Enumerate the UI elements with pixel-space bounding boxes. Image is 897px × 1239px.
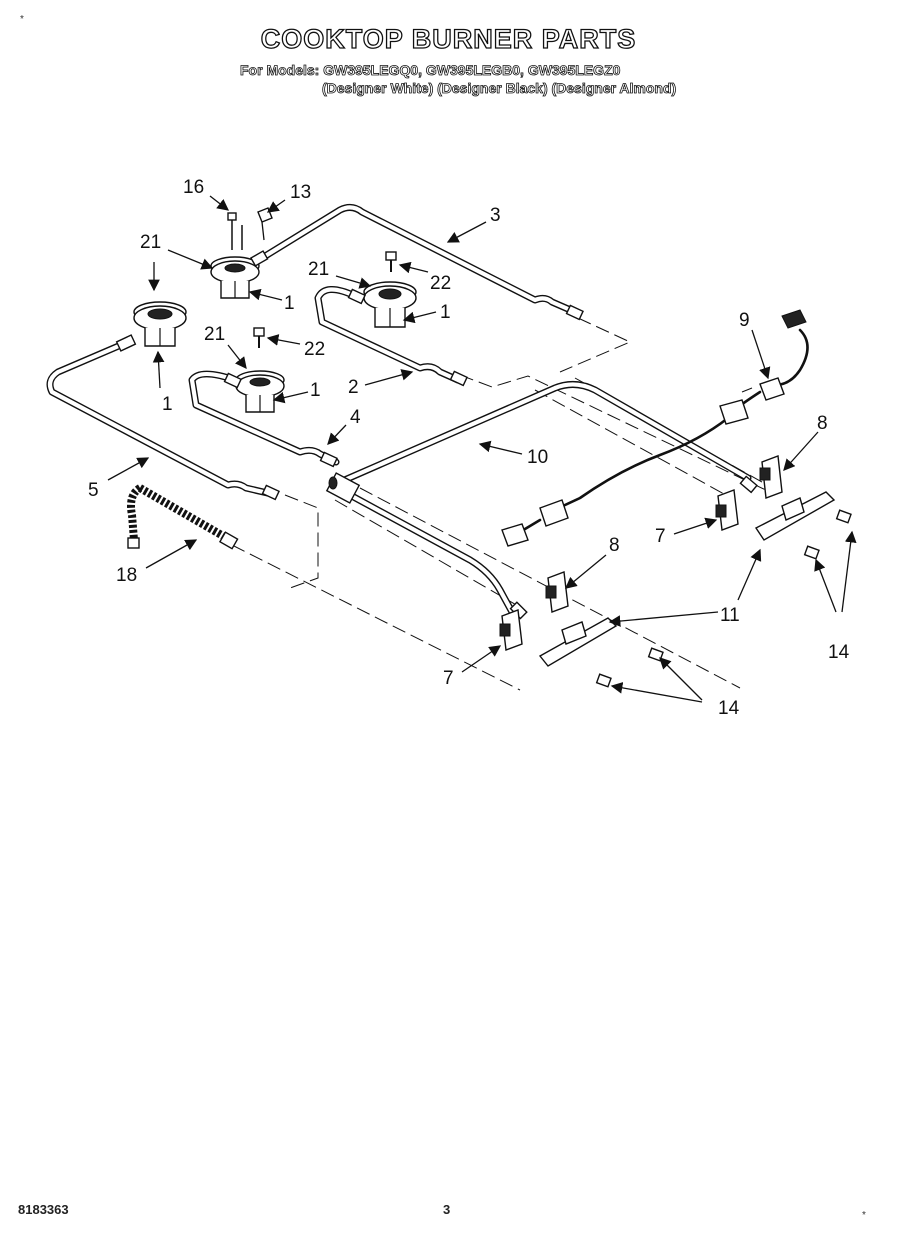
- screws-14-left: [595, 647, 664, 688]
- wire-harness: [501, 309, 809, 547]
- manifold-tube: [346, 491, 516, 616]
- corner-mark-top-left: *: [20, 14, 24, 25]
- callout-16: 16: [183, 177, 204, 198]
- callout-11: 11: [720, 605, 740, 626]
- callout-1: 1: [162, 394, 173, 415]
- callout-3: 3: [490, 205, 501, 226]
- callout-21: 21: [140, 232, 161, 253]
- flexible-hose: [127, 484, 239, 550]
- callout-10: 10: [527, 447, 548, 468]
- screw-22-rear: [385, 251, 397, 272]
- callout-4: 4: [350, 407, 361, 428]
- switch-7-left: [499, 609, 523, 651]
- switch-8-right: [759, 455, 783, 499]
- clip-13: [257, 207, 273, 241]
- callout-22: 22: [430, 273, 451, 294]
- callout-21: 21: [308, 259, 329, 280]
- callout-7: 7: [443, 668, 454, 689]
- corner-mark-bottom-right: *: [862, 1210, 866, 1221]
- tube-4: [188, 370, 340, 466]
- page-title: COOKTOP BURNER PARTS: [260, 23, 637, 54]
- callout-8: 8: [609, 535, 620, 556]
- callout-1: 1: [440, 302, 451, 323]
- tube-3: [258, 203, 579, 316]
- callout-numbers: 16 13 3 21 21 22 1 1 21 22 1 9 2 1 4 8 1…: [88, 177, 850, 719]
- screws-14-right: [803, 509, 852, 560]
- bracket-11-right: [754, 491, 836, 541]
- callout-21: 21: [204, 324, 225, 345]
- callout-18: 18: [116, 565, 137, 586]
- callout-13: 13: [290, 182, 311, 203]
- tube-5: [46, 338, 276, 498]
- callout-22: 22: [304, 339, 325, 360]
- callout-2: 2: [348, 377, 359, 398]
- callout-9: 9: [739, 310, 750, 331]
- model-list: For Models: GW395LEGQ0, GW395LEGB0, GW39…: [240, 62, 621, 79]
- callout-8: 8: [817, 413, 828, 434]
- callout-1: 1: [310, 380, 321, 401]
- tube-10: [336, 381, 752, 486]
- bracket-11-left: [538, 617, 618, 667]
- model-variants: (Designer White) (Designer Black) (Desig…: [322, 80, 677, 97]
- document-number: 8183363: [18, 1202, 69, 1217]
- callout-14: 14: [828, 642, 850, 663]
- callout-14: 14: [718, 698, 740, 719]
- burner-left: [133, 301, 187, 347]
- leader-lines: [107, 195, 857, 703]
- callout-7: 7: [655, 526, 666, 547]
- manifold-fitting: [325, 472, 361, 504]
- page-number: 3: [443, 1202, 451, 1217]
- callout-1: 1: [284, 293, 295, 314]
- switch-7-right: [715, 489, 739, 531]
- callout-5: 5: [88, 480, 99, 501]
- tube-2: [314, 286, 462, 384]
- screw-22-front: [253, 327, 265, 348]
- orifice-fittings: [115, 250, 758, 620]
- switch-8-left: [545, 571, 569, 613]
- burner-front: [235, 370, 285, 413]
- burner-rear-left: [210, 256, 260, 299]
- burner-rear-right: [363, 281, 417, 328]
- screw-16: [227, 212, 243, 250]
